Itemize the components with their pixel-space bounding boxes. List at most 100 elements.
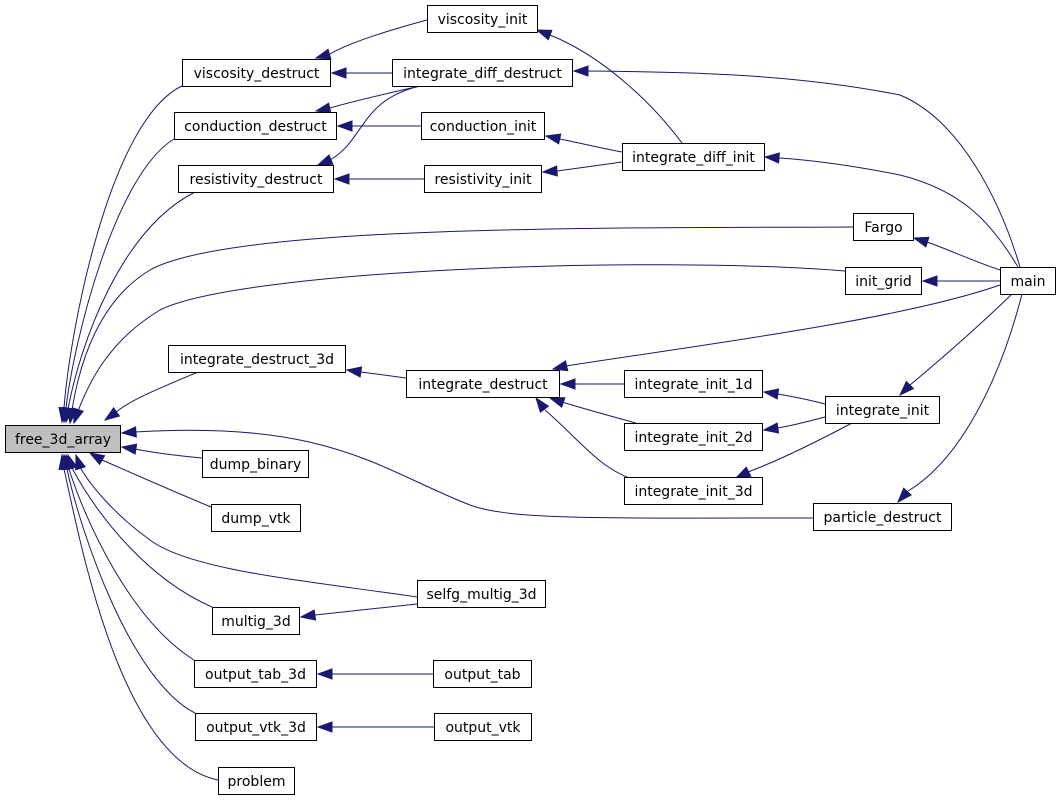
node-box [194,660,317,688]
node-integrate_init_2d[interactable]: integrate_init_2d [624,423,763,451]
node-viscosity_init[interactable]: viscosity_init [427,5,538,33]
edge-integrate_init-to-integrate_init_2d [762,416,826,434]
edge-integrate_diff_init-to-viscosity_init [535,29,683,144]
arrowhead-icon [898,380,915,397]
node-output_vtk_3d[interactable]: output_vtk_3d [195,713,317,741]
arrowhead-icon [73,407,85,425]
node-label: integrate_init [836,403,930,419]
node-layer: free_3d_array viscosity_destruct conductio… [5,5,1056,795]
arrowhead-icon [763,152,780,164]
node-output_vtk[interactable]: output_vtk [434,713,532,741]
node-box [202,450,309,478]
arrowhead-icon [551,360,569,372]
edge-main-to-integrate_diff_destruct [572,65,1021,268]
node-box [1000,267,1056,295]
arrowhead-icon [58,453,70,471]
node-label: integrate_diff_init [632,150,755,166]
node-resistivity_destruct[interactable]: resistivity_destruct [178,165,334,193]
node-label: integrate_destruct_3d [180,352,334,368]
node-box [178,165,334,193]
node-label: output_tab [444,667,520,683]
edge-line [565,284,1001,367]
arrowhead-icon [535,29,553,41]
node-viscosity_destruct[interactable]: viscosity_destruct [182,59,331,87]
node-label: viscosity_destruct [194,66,320,82]
node-resistivity_init[interactable]: resistivity_init [424,165,542,193]
edge-integrate_init_3d-to-integrate_destruct [535,396,637,481]
node-label: main [1011,274,1046,290]
edge-main-to-integrate_diff_init [763,152,1019,268]
arrowhead-icon [330,67,347,79]
node-Fargo[interactable]: Fargo [853,213,914,241]
arrowhead-icon [120,426,137,438]
arrowhead-icon [535,396,550,414]
node-box [424,165,542,193]
edge-viscosity_destruct-to-free_3d_array [58,85,183,424]
node-problem[interactable]: problem [218,767,295,795]
node-label: problem [228,774,286,790]
edge-line [329,19,428,55]
node-label: integrate_init_3d [634,484,752,500]
arrowhead-icon [734,466,752,479]
node-integrate_init_1d[interactable]: integrate_init_1d [624,370,763,398]
edge-selfg_multig_3d-to-free_3d_array [75,453,418,598]
edge-main-to-integrate_init [898,293,1013,397]
edge-main-to-particle_destruct [897,293,1023,504]
node-main[interactable]: main [1000,267,1056,295]
node-init_grid[interactable]: init_grid [845,267,922,295]
node-box [434,713,532,741]
node-box [622,143,765,171]
arrowhead-icon [299,609,317,621]
node-selfg_multig_3d[interactable]: selfg_multig_3d [417,580,546,608]
node-particle_destruct[interactable]: particle_destruct [813,503,952,531]
edge-output_tab-to-output_tab_3d [316,668,433,680]
edge-line [329,85,421,109]
node-label: integrate_diff_destruct [403,66,562,82]
node-free_3d_array[interactable]: free_3d_array [5,425,121,453]
arrowhead-icon [762,422,780,434]
node-output_tab[interactable]: output_tab [433,660,532,688]
node-dump_binary[interactable]: dump_binary [202,450,309,478]
edge-line [77,264,846,412]
edge-line [314,603,418,616]
node-multig_3d[interactable]: multig_3d [212,607,300,635]
edge-line [71,226,854,411]
node-box [212,607,300,635]
node-integrate_init[interactable]: integrate_init [825,396,940,424]
node-label: conduction_destruct [184,119,327,135]
edge-dump_vtk-to-free_3d_array [88,452,212,508]
node-label: resistivity_destruct [190,172,323,188]
node-box [195,713,317,741]
arrowhead-icon [541,165,558,177]
node-box [211,504,301,532]
arrowhead-icon [762,388,780,400]
edge-line [67,191,196,410]
node-integrate_init_3d[interactable]: integrate_init_3d [624,477,763,505]
arrowhead-icon [921,275,938,287]
edge-line [561,401,637,424]
arrowhead-icon [345,366,363,378]
edge-line [549,34,683,144]
node-integrate_destruct[interactable]: integrate_destruct [406,370,560,398]
node-output_tab_3d[interactable]: output_tab_3d [194,660,317,688]
edge-init_grid-to-free_3d_array [73,264,846,425]
arrowhead-icon [316,668,333,680]
node-integrate_destruct_3d[interactable]: integrate_destruct_3d [168,345,346,373]
edge-main-to-integrate_destruct [551,284,1001,372]
node-conduction_init[interactable]: conduction_init [421,112,545,140]
edge-line [329,85,421,161]
edge-layer [58,19,1023,781]
edge-output_vtk-to-output_vtk_3d [316,721,434,733]
node-label: viscosity_init [438,12,528,28]
node-box [406,370,560,398]
node-box [624,370,763,398]
node-conduction_destruct[interactable]: conduction_destruct [174,112,337,140]
node-label: output_vtk_3d [206,720,306,736]
node-box [853,213,914,241]
edge-integrate_diff_init-to-resistivity_init [541,161,623,177]
node-dump_vtk[interactable]: dump_vtk [211,504,301,532]
node-integrate_diff_init[interactable]: integrate_diff_init [622,143,765,171]
node-integrate_diff_destruct[interactable]: integrate_diff_destruct [392,59,573,87]
edge-problem-to-free_3d_array [58,453,219,781]
